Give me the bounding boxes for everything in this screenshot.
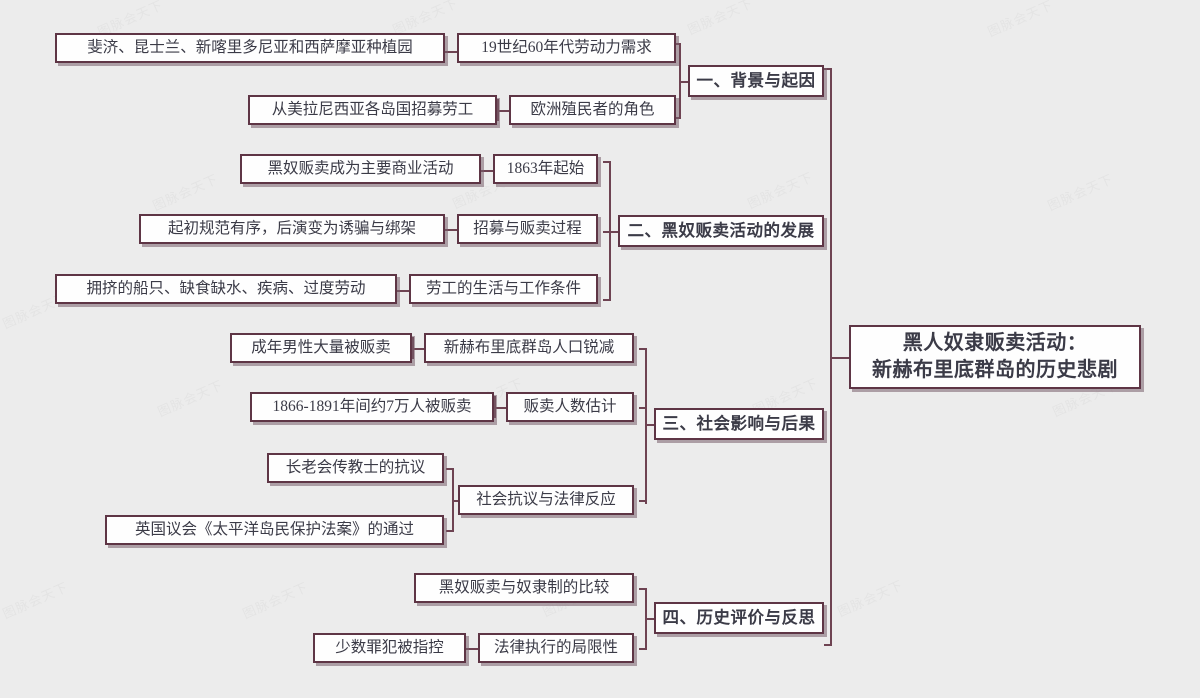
- connector-l2-5: [603, 299, 611, 301]
- connector-l3-2: [497, 110, 513, 112]
- node-branch-social-impact[interactable]: 三、社会影响与后果: [654, 408, 824, 440]
- node-recruit-melanesia[interactable]: 从美拉尼西亚各岛国招募劳工: [248, 95, 497, 125]
- connector-l2-6: [639, 348, 647, 350]
- connector-root-cap-bottom: [824, 644, 832, 646]
- node-label: 一、背景与起因: [696, 71, 816, 91]
- connector-l3-1: [443, 51, 459, 53]
- connector-l1-1-in: [679, 81, 690, 83]
- connector-l3-2-cap: [497, 99, 499, 121]
- node-branch-historical-evaluation[interactable]: 四、历史评价与反思: [654, 602, 824, 634]
- node-compare-with-slavery[interactable]: 黑奴贩卖与奴隶制的比较: [414, 573, 634, 603]
- node-from-order-to-kidnapping[interactable]: 起初规范有序，后演变为诱骗与绑架: [139, 214, 445, 244]
- watermark: 图脉会天下: [155, 377, 226, 420]
- connector-root-stub: [830, 357, 850, 359]
- watermark: 图脉会天下: [0, 579, 71, 622]
- node-label: 黑奴贩卖与奴隶制的比较: [438, 578, 610, 596]
- node-label: 从美拉尼西亚各岛国招募劳工: [271, 100, 474, 118]
- watermark: 图脉会天下: [1045, 171, 1116, 214]
- node-plantations[interactable]: 斐济、昆士兰、新喀里多尼亚和西萨摩亚种植园: [55, 33, 445, 63]
- connector-l2-3: [603, 161, 611, 163]
- node-label: 英国议会《太平洋岛民保护法案》的通过: [134, 520, 414, 538]
- node-adult-men-trafficked[interactable]: 成年男性大量被贩卖: [230, 333, 412, 363]
- watermark: 图脉会天下: [150, 171, 221, 214]
- connector-l2-spine-3: [645, 348, 647, 504]
- node-label: 新赫布里底群岛人口锐减: [443, 338, 615, 356]
- connector-l3-6: [412, 348, 428, 350]
- connector-l3-4: [443, 229, 459, 231]
- watermark: 图脉会天下: [240, 579, 311, 622]
- node-label: 三、社会影响与后果: [662, 414, 816, 434]
- node-label: 二、黑奴贩卖活动的发展: [627, 221, 815, 241]
- node-recruit-and-trade-process[interactable]: 招募与贩卖过程: [457, 214, 598, 244]
- node-start-1863[interactable]: 1863年起始: [493, 154, 598, 184]
- connector-l3-7: [494, 407, 510, 409]
- node-pacific-islanders-protection-act[interactable]: 英国议会《太平洋岛民保护法案》的通过: [105, 515, 444, 545]
- node-label: 黑奴贩卖成为主要商业活动: [267, 159, 454, 177]
- node-population-decline[interactable]: 新赫布里底群岛人口锐减: [424, 333, 634, 363]
- node-label: 欧洲殖民者的角色: [530, 100, 655, 118]
- node-european-colonists-role[interactable]: 欧洲殖民者的角色: [509, 95, 676, 125]
- connector-l3-8: [446, 468, 454, 470]
- connector-l2-8: [639, 500, 647, 502]
- node-trafficking-estimate[interactable]: 贩卖人数估计: [506, 392, 634, 422]
- connector-root-cap-top: [824, 68, 832, 70]
- connector-l1-4-in: [645, 618, 656, 620]
- root-title-line-2: 新赫布里底群岛的历史悲剧: [872, 359, 1118, 381]
- node-label: 社会抗议与法律反应: [476, 490, 616, 508]
- connector-l3-9: [446, 530, 454, 532]
- connector-l1-3-in: [645, 424, 656, 426]
- node-label: 1866-1891年间约7万人被贩卖: [272, 397, 472, 415]
- watermark: 图脉会天下: [685, 0, 756, 38]
- node-label: 少数罪犯被指控: [335, 638, 444, 656]
- node-label: 斐济、昆士兰、新喀里多尼亚和西萨摩亚种植园: [87, 38, 413, 56]
- node-label: 四、历史评价与反思: [662, 608, 816, 628]
- node-slave-trade-main-business[interactable]: 黑奴贩卖成为主要商业活动: [240, 154, 481, 184]
- node-70000-trafficked[interactable]: 1866-1891年间约7万人被贩卖: [250, 392, 494, 422]
- connector-l3-3: [479, 170, 495, 172]
- connector-l2-10: [639, 648, 647, 650]
- connector-l2-spine-4: [645, 588, 647, 650]
- connector-l3-6-cap: [412, 337, 414, 359]
- node-label: 成年男性大量被贩卖: [251, 338, 391, 356]
- node-branch-development[interactable]: 二、黑奴贩卖活动的发展: [618, 215, 824, 247]
- connector-l2-9: [639, 588, 647, 590]
- node-law-enforcement-limits[interactable]: 法律执行的局限性: [478, 633, 634, 663]
- node-few-criminals-charged[interactable]: 少数罪犯被指控: [313, 633, 466, 663]
- node-labour-demand-1860s[interactable]: 19世纪60年代劳动力需求: [457, 33, 676, 63]
- node-labour-living-working-conditions[interactable]: 劳工的生活与工作条件: [409, 274, 598, 304]
- node-label: 起初规范有序，后演变为诱骗与绑架: [167, 219, 416, 237]
- watermark: 图脉会天下: [745, 169, 816, 212]
- node-label: 19世纪60年代劳动力需求: [481, 38, 652, 56]
- connector-l2-1: [673, 43, 681, 45]
- node-label: 招募与贩卖过程: [473, 219, 582, 237]
- root-title-line-1: 黑人奴隶贩卖活动：: [902, 332, 1088, 355]
- watermark: 图脉会天下: [985, 0, 1056, 40]
- connector-l3-5: [395, 290, 411, 292]
- node-presbyterian-protest[interactable]: 长老会传教士的抗议: [267, 453, 444, 483]
- connector-l3-10: [464, 648, 480, 650]
- connector-l3-spine-8-in: [452, 500, 460, 502]
- node-ship-conditions[interactable]: 拥挤的船只、缺食缺水、疾病、过度劳动: [55, 274, 397, 304]
- connector-l1-2-in: [609, 231, 620, 233]
- connector-l2-4: [603, 231, 611, 233]
- watermark: 图脉会天下: [835, 577, 906, 620]
- connector-l2-2: [673, 117, 681, 119]
- connector-l3-7-cap: [494, 396, 496, 418]
- node-social-protest-legal-response[interactable]: 社会抗议与法律反应: [458, 485, 634, 515]
- connector-l2-spine-1: [679, 43, 681, 119]
- node-label: 劳工的生活与工作条件: [425, 279, 581, 297]
- node-label: 1863年起始: [506, 159, 585, 177]
- node-branch-background[interactable]: 一、背景与起因: [688, 65, 824, 97]
- node-label: 法律执行的局限性: [493, 638, 618, 656]
- node-root-topic[interactable]: 黑人奴隶贩卖活动： 新赫布里底群岛的历史悲剧: [849, 325, 1141, 389]
- node-label: 长老会传教士的抗议: [285, 458, 426, 476]
- node-label: 贩卖人数估计: [523, 397, 617, 415]
- connector-l2-7: [639, 407, 647, 409]
- node-label: 拥挤的船只、缺食缺水、疾病、过度劳动: [86, 279, 366, 297]
